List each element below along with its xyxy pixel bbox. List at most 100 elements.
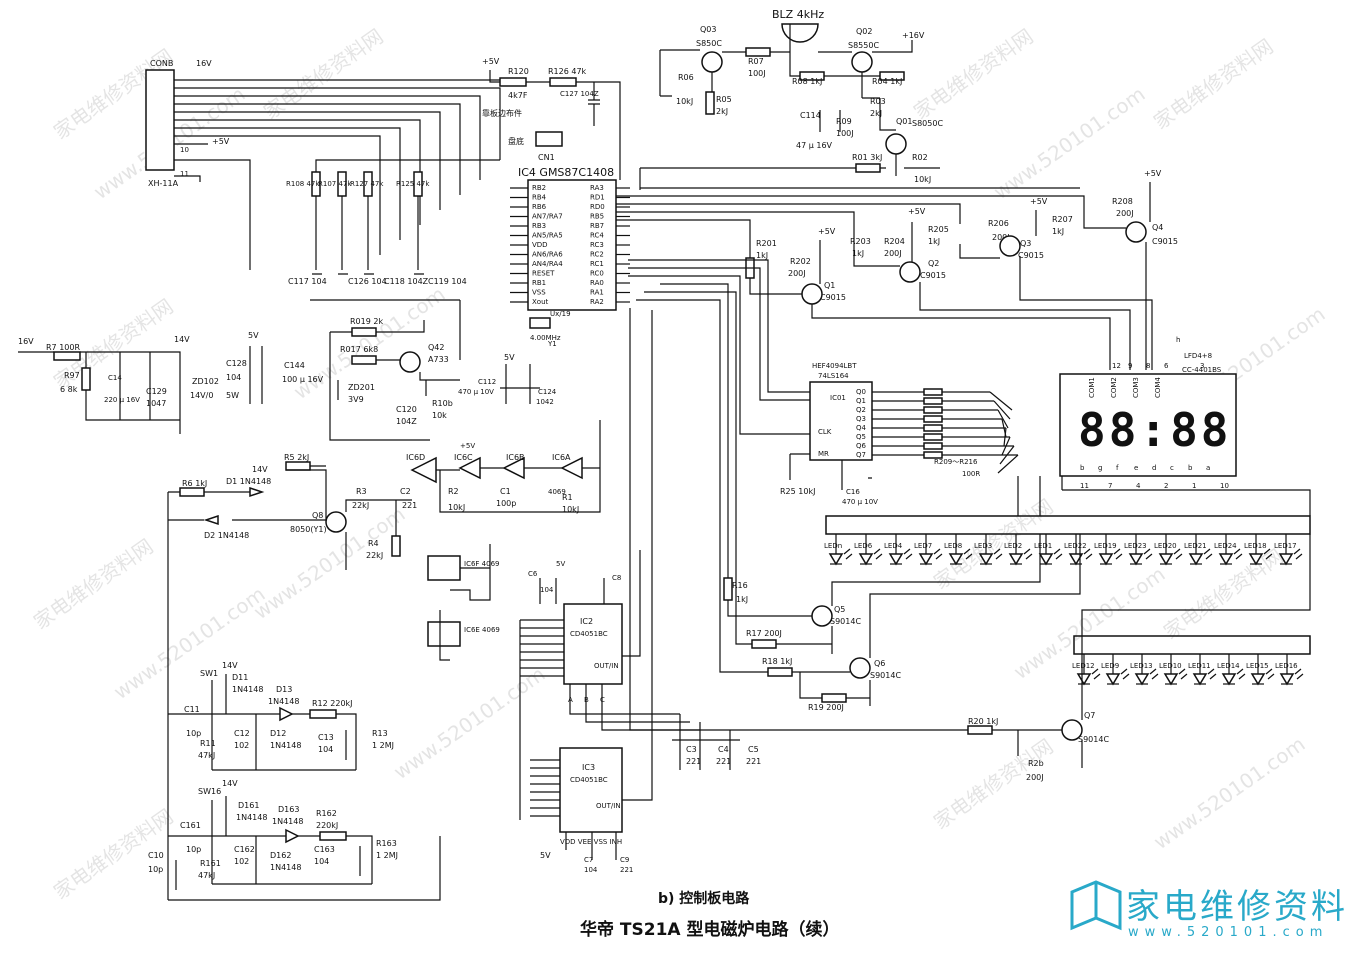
ic2-label: IC2 [580,617,593,626]
led-diode [1221,673,1237,686]
led-label: LED15 [1246,662,1269,670]
zd102-value: 14V/0 [190,391,213,400]
touch-key-sw1: SW1 14V D11 1N4148 D13 1N4148 R12 220kJ … [168,661,394,771]
r09-label: R09 [836,117,852,126]
cn1 [535,131,563,147]
ic4-pin-label: AN4/RA4 [532,260,563,268]
led-diode [1248,553,1264,566]
r208-label: R208 [1112,197,1133,206]
sw1-label: SW1 [200,669,218,678]
q42-type: A733 [428,355,449,364]
ic4-bottom-label: Ux/19 [550,310,571,318]
r13-value: 1 2MJ [372,741,394,750]
r202-label: R202 [790,257,811,266]
c120-value: 104Z [396,417,417,426]
c4-label: C4 [718,745,729,754]
reset-wires [489,70,621,180]
c126-label: C126 104 [348,277,387,286]
ic4-pin-label: RD0 [590,203,605,211]
conb-pin10: 10 [180,146,189,154]
ic4-pin-label: RC1 [590,260,604,268]
led-emission [993,548,1003,560]
ic4-label: IC4 GMS87C1408 [518,166,614,179]
buzzer-section: Q03 S850C BLZ 4kHz Q02 S8550C +16V R06 1… [639,8,943,190]
segment-resistor [923,397,943,405]
led-emission [1294,668,1304,680]
led-diode [1158,553,1174,566]
led-diode [858,553,874,566]
segment-pin: 7 [1108,482,1112,490]
led-emission [1143,548,1153,560]
display-module: LFD4+8 CC-4401BS h 12 9 8 6 3 COM1 COM2 … [1059,336,1237,490]
q02-label: Q02 [856,27,872,36]
d1-label: D1 1N4148 [226,477,271,486]
r017 [351,355,377,365]
decoupling-wires [500,364,540,404]
ic5-output-label: Q4 [856,424,867,432]
led-diode [1218,553,1234,566]
ic5-output-label: Q7 [856,451,866,459]
r97 [81,367,91,391]
segment-letter: c [1170,464,1174,472]
r17-label: R17 200J [746,629,782,638]
ic4-pin-label: AN5/RA5 [532,232,563,240]
watermark-text: www.520101.com [1149,732,1309,854]
led-label: LED20 [1154,542,1177,550]
r12 [309,709,337,719]
driver-wires [616,182,1153,370]
ic4-pin-label: RC0 [590,270,604,278]
led-label: LED13 [1130,662,1153,670]
r207-label: R207 [1052,215,1073,224]
conb-wires [174,79,520,270]
r2b-label: R2b [1028,759,1044,768]
led-bus-wires [1017,476,1311,516]
r208-value: 200J [1116,209,1134,218]
ic4-pin-label: Xout [532,298,549,306]
zd201-value: 3V9 [348,395,364,404]
led-bus-row1 [825,515,1311,535]
r201-label: R201 [756,239,777,248]
segment-wire [989,391,1013,411]
v5-label: +5V [482,57,500,66]
watermark-text: 家电维修资料网 [909,24,1037,124]
display-com3: COM3 [1132,377,1140,398]
led-diode [1068,553,1084,566]
r207-value: 1kJ [1052,227,1064,236]
watermark-text: www.520101.com [989,82,1149,204]
led-diode [1098,553,1114,566]
q2-label: Q2 [928,259,939,268]
ic4-pin-label: RB7 [590,222,604,230]
d162-value: 1N4148 [270,863,301,872]
crystal-y1 [529,317,551,329]
display-pin12: 12 [1112,362,1121,370]
conb-label: CONB [150,59,173,68]
display-pin3: 3 [1200,362,1204,370]
c9-value: 221 [620,866,633,874]
r16-label: R16 [732,581,748,590]
d12-value: 1N4148 [270,741,301,750]
r09-value: 100J [836,129,854,138]
q4 [1125,221,1147,243]
led-label: LED12 [1072,662,1095,670]
r161-value: 47kJ [198,871,215,880]
diode-d2 [203,514,219,526]
touch-key-sw16: SW16 14V D161 1N4148 D163 1N4148 R162 22… [148,779,441,901]
c129-label: C129 [146,387,167,396]
segment-letter: b [1188,464,1193,472]
r13-label: R13 [372,729,388,738]
c128-label: C128 [226,359,247,368]
r20-label: R20 1kJ [968,717,998,726]
conb-16v: 16V [196,59,212,68]
buzzer-wires [639,24,940,190]
segment-pin: 4 [1136,482,1141,490]
led-label: LED19 [1094,542,1117,550]
ic3-label: IC3 [582,763,595,772]
r6-label: R6 1kJ [182,479,207,488]
ic5-mr: MR [818,450,829,458]
r125-label: R125 47k [396,180,430,188]
c162-value: 102 [234,857,249,866]
ic5-part: HEF4094LBT [812,362,857,370]
d2-label: D2 1N4148 [204,531,249,540]
led-emission [903,548,913,560]
q1-vcc: +5V [818,227,836,236]
